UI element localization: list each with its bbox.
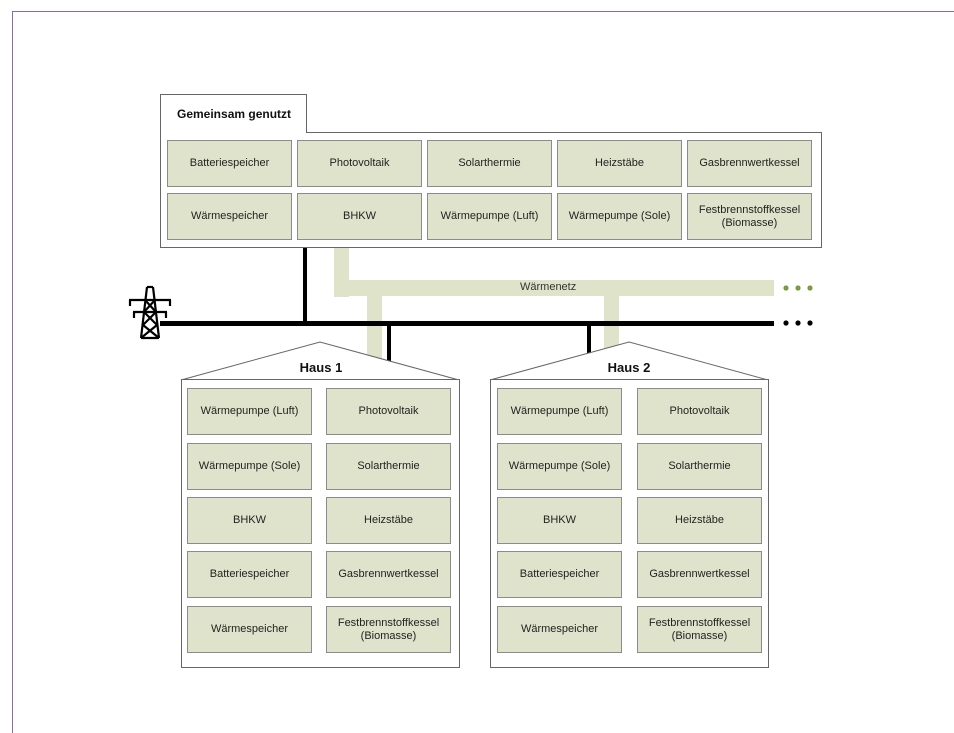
haus1-component-box: Solarthermie — [326, 443, 451, 490]
frame-top-border — [12, 11, 954, 12]
haus2-title: Haus 2 — [607, 360, 651, 375]
heat-continuation-dot — [795, 285, 801, 291]
haus1-component-box: Wärmespeicher — [187, 606, 312, 653]
power-main-line — [160, 321, 774, 326]
haus2-component-box: BHKW — [497, 497, 622, 544]
haus2-component-box: Solarthermie — [637, 443, 762, 490]
heat-main-line — [334, 280, 774, 296]
frame-left-border — [12, 11, 13, 733]
heat-drop-haus1 — [367, 296, 382, 366]
shared-component-box: Wärmepumpe (Sole) — [557, 193, 682, 240]
shared-component-box: Solarthermie — [427, 140, 552, 187]
shared-component-box: BHKW — [297, 193, 422, 240]
haus1-component-box: Wärmepumpe (Sole) — [187, 443, 312, 490]
power-drop-shared — [303, 247, 307, 325]
haus2-component-box: Wärmespeicher — [497, 606, 622, 653]
shared-component-box: Gasbrennwertkessel — [687, 140, 812, 187]
haus1-component-box: Festbrennstoffkessel (Biomasse) — [326, 606, 451, 653]
haus1-component-box: Wärmepumpe (Luft) — [187, 388, 312, 435]
power-continuation-dot — [807, 320, 813, 326]
power-continuation-dot — [783, 320, 789, 326]
shared-title-tab: Gemeinsam genutzt — [160, 94, 307, 133]
haus1-component-box: Gasbrennwertkessel — [326, 551, 451, 598]
shared-title: Gemeinsam genutzt — [177, 107, 292, 121]
haus1-title: Haus 1 — [299, 360, 343, 375]
haus2-component-box: Wärmepumpe (Luft) — [497, 388, 622, 435]
power-drop-haus1 — [387, 321, 391, 361]
haus2-component-box: Gasbrennwertkessel — [637, 551, 762, 598]
power-continuation-dot — [795, 320, 801, 326]
shared-tab-joint — [161, 132, 306, 134]
heat-continuation-dot — [783, 285, 789, 291]
power-tower-icon — [128, 285, 172, 340]
haus1-component-box: BHKW — [187, 497, 312, 544]
shared-component-box: Heizstäbe — [557, 140, 682, 187]
haus2-component-box: Wärmepumpe (Sole) — [497, 443, 622, 490]
shared-component-box: Wärmespeicher — [167, 193, 292, 240]
haus2-component-box: Heizstäbe — [637, 497, 762, 544]
shared-component-box: Photovoltaik — [297, 140, 422, 187]
haus1-component-box: Photovoltaik — [326, 388, 451, 435]
shared-component-box: Festbrennstoffkessel (Biomasse) — [687, 193, 812, 240]
shared-component-box: Wärmepumpe (Luft) — [427, 193, 552, 240]
haus2-component-box: Photovoltaik — [637, 388, 762, 435]
heat-network-label: Wärmenetz — [520, 281, 577, 293]
power-drop-haus2 — [587, 321, 591, 353]
shared-component-box: Batteriespeicher — [167, 140, 292, 187]
haus2-component-box: Festbrennstoffkessel (Biomasse) — [637, 606, 762, 653]
haus1-component-box: Batteriespeicher — [187, 551, 312, 598]
heat-continuation-dot — [807, 285, 813, 291]
haus2-component-box: Batteriespeicher — [497, 551, 622, 598]
haus1-component-box: Heizstäbe — [326, 497, 451, 544]
